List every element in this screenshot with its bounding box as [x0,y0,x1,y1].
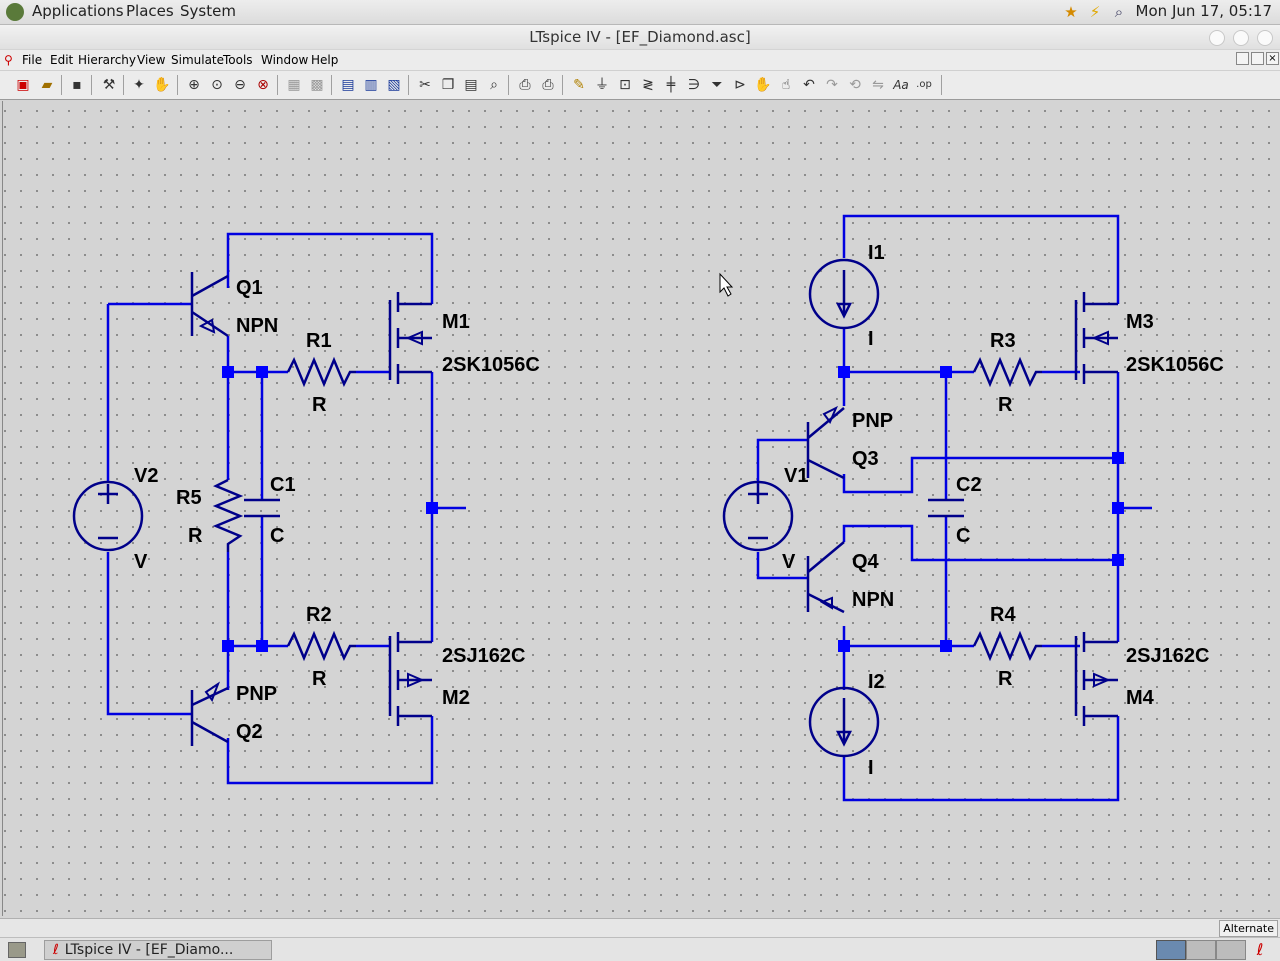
close-window-button[interactable] [1257,30,1273,46]
status-mode: Alternate [1219,920,1278,937]
window-title-bar: LTspice IV - [EF_Diamond.asc] [0,25,1280,49]
spice-directive-icon[interactable]: .op [916,79,932,90]
toolbar: ▣ ▰ ▪ ⚒ ✦ ✋ ⊕ ⊙ ⊖ ⊗ ▦ ▩ ▤ ▥ ▧ ✂ ❐ ▤ ⌕ ⎙ … [0,71,1280,100]
move-icon[interactable]: ✋ [754,77,772,93]
maximize-window-button[interactable] [1233,30,1249,46]
zoom-cancel-icon[interactable]: ⊗ [257,77,269,93]
workspace-switcher-2[interactable] [1186,940,1216,960]
drag-icon[interactable]: ☝ [781,77,791,93]
grid-icon[interactable]: ▩ [310,77,324,93]
new-schematic-icon[interactable]: ▣ [16,77,30,93]
ground-icon[interactable]: ⏚ [595,77,609,93]
taskbar-task-ltspice[interactable]: ℓ LTspice IV - [EF_Diamo... [44,940,272,960]
taskbar-task-label: LTspice IV - [EF_Diamo... [64,942,234,958]
system-menu[interactable]: System [180,2,236,20]
paste-icon[interactable]: ▤ [464,77,478,93]
tile-horizontal-icon[interactable]: ▤ [341,77,355,93]
find-icon[interactable]: ⌕ [490,77,498,93]
control-panel-icon[interactable]: ⚒ [102,77,116,93]
rotate-icon[interactable]: ⟲ [849,77,861,93]
workspace-switcher-3[interactable] [1216,940,1246,960]
zoom-out-icon[interactable]: ⊖ [234,77,246,93]
star-icon[interactable]: ★ [1064,3,1078,21]
copy-icon[interactable]: ❐ [441,77,455,93]
mdi-restore-button[interactable] [1251,52,1264,65]
cascade-icon[interactable]: ▧ [387,77,401,93]
applications-menu[interactable]: Applications [32,2,124,20]
menu-edit[interactable]: Edit [50,53,74,67]
menu-file[interactable]: File [22,53,43,67]
redo-icon[interactable]: ↷ [826,77,838,93]
app-icon[interactable]: ⚲ [4,53,13,67]
run-icon[interactable]: ✦ [133,77,145,93]
system-top-bar: Applications Places System ★ ⚡ ⌕ Mon Jun… [0,0,1280,25]
zoom-full-icon[interactable]: ⊙ [211,77,223,93]
mirror-icon[interactable]: ⇋ [872,77,884,93]
gnome-foot-icon[interactable] [6,3,24,21]
print-setup-icon[interactable]: ⎙ [519,77,531,93]
label-net-icon[interactable]: ⊡ [619,77,631,93]
draw-wire-icon[interactable]: ✎ [573,77,585,93]
power-icon[interactable]: ⚡ [1089,3,1101,21]
workspace-switcher-1[interactable] [1156,940,1186,960]
cut-icon[interactable]: ✂ [419,77,431,93]
save-icon[interactable]: ▪ [72,77,82,93]
status-bar: Alternate [0,918,1280,937]
text-icon[interactable]: Aa [893,78,909,92]
menu-window[interactable]: Window [261,53,309,67]
autorange-icon[interactable]: ▦ [287,77,301,93]
open-icon[interactable]: ▰ [41,77,53,93]
menu-help[interactable]: Help [311,53,339,67]
search-icon[interactable]: ⌕ [1114,3,1124,21]
halt-icon[interactable]: ✋ [153,77,171,93]
places-menu[interactable]: Places [126,2,174,20]
tile-vertical-icon[interactable]: ▥ [364,77,378,93]
menu-view[interactable]: View [137,53,166,67]
component-icon[interactable]: ⊳ [734,77,746,93]
diode-icon[interactable]: ⏷ [711,77,723,93]
undo-icon[interactable]: ↶ [803,77,815,93]
resistor-icon[interactable]: ≷ [642,77,654,93]
schematic-canvas[interactable] [2,101,1279,916]
zoom-in-icon[interactable]: ⊕ [188,77,200,93]
mdi-minimize-button[interactable] [1236,52,1249,65]
inductor-icon[interactable]: ∋ [687,77,701,93]
menu-simulate[interactable]: Simulate [171,53,225,67]
minimize-window-button[interactable] [1209,30,1225,46]
mdi-close-button[interactable]: × [1266,52,1279,65]
bottom-taskbar: ℓ LTspice IV - [EF_Diamo... ℓ [0,937,1280,961]
window-title: LTspice IV - [EF_Diamond.asc] [529,28,751,46]
capacitor-icon[interactable]: ╪ [666,77,676,93]
menu-bar: ⚲ File Edit Hierarchy View Simulate Tool… [0,50,1280,71]
show-desktop-icon[interactable] [8,942,26,958]
menu-tools[interactable]: Tools [223,53,253,67]
tray-ltspice-icon[interactable]: ℓ [1256,940,1264,959]
print-icon[interactable]: ⎙ [542,77,554,93]
ltspice-icon: ℓ [53,942,59,958]
menu-hierarchy[interactable]: Hierarchy [78,53,137,67]
clock[interactable]: Mon Jun 17, 05:17 [1135,2,1272,20]
